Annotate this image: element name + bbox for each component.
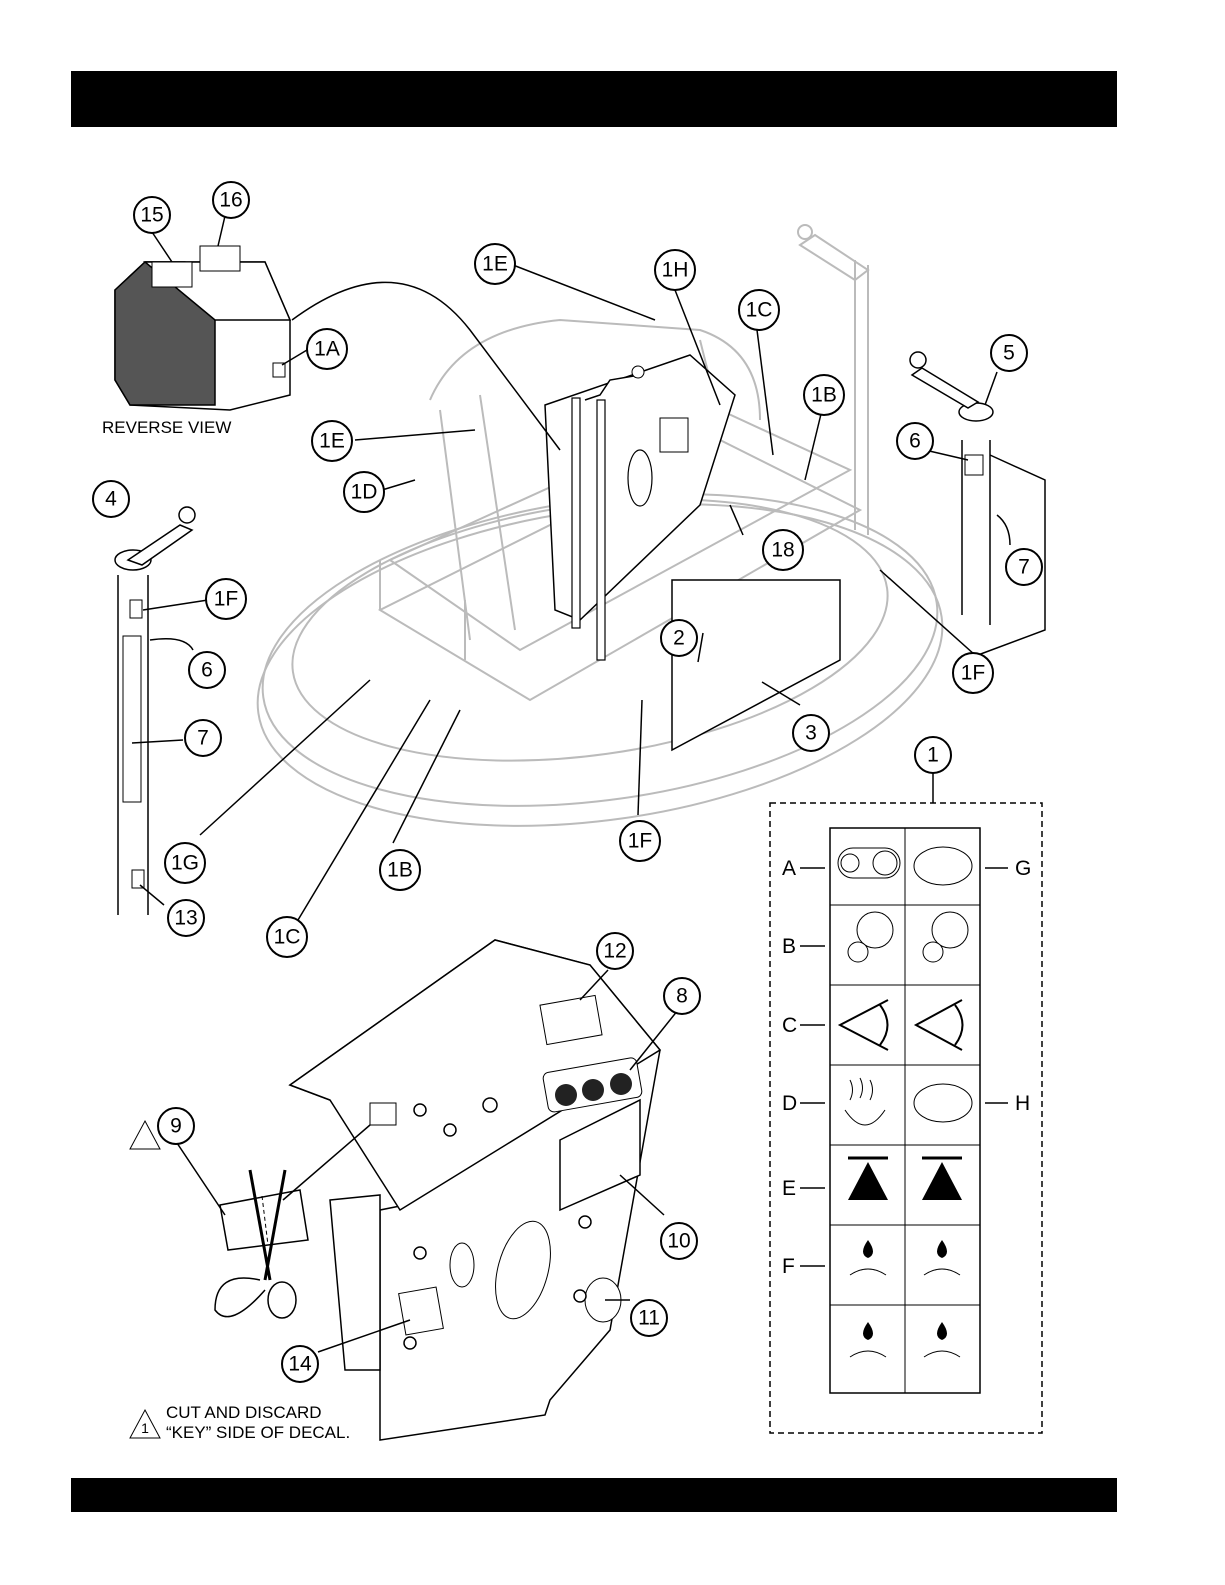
svg-text:1D: 1D [351, 481, 378, 504]
callout-1f-bottom: 1F [620, 821, 660, 861]
callout-11: 11 [631, 1300, 667, 1336]
callout-1b-top: 1B [804, 375, 844, 415]
svg-text:7: 7 [1018, 556, 1030, 579]
svg-text:12: 12 [603, 940, 626, 963]
svg-text:1A: 1A [314, 338, 340, 361]
svg-text:6: 6 [909, 430, 921, 453]
svg-text:11: 11 [638, 1307, 660, 1330]
callout-9: 9 [158, 1108, 194, 1144]
svg-text:1F: 1F [961, 662, 986, 685]
callout-15: 15 [134, 197, 170, 233]
note-line-1: CUT AND DISCARD [166, 1403, 322, 1422]
callout-1c-top: 1C [739, 290, 779, 330]
callout-1g: 1G [165, 843, 205, 883]
callout-7-left: 7 [185, 720, 221, 756]
svg-text:D: D [782, 1092, 797, 1115]
svg-text:F: F [782, 1255, 795, 1278]
svg-text:C: C [782, 1014, 797, 1037]
callout-1c-bottom: 1C [267, 917, 307, 957]
hot-surface-icon [845, 1078, 885, 1125]
svg-text:18: 18 [771, 539, 794, 562]
note-number: 1 [141, 1420, 149, 1436]
control-panel-large [290, 940, 660, 1440]
svg-text:1E: 1E [319, 430, 345, 453]
callout-18: 18 [763, 530, 803, 570]
callout-10: 10 [661, 1223, 697, 1259]
callout-4: 4 [93, 481, 129, 517]
right-handle [910, 352, 993, 625]
letter-e: E [782, 1177, 825, 1200]
gears-icon [848, 912, 968, 962]
letter-h: H [985, 1092, 1030, 1115]
callout-12: 12 [597, 933, 633, 969]
belt-icon [838, 848, 900, 878]
svg-text:1C: 1C [746, 299, 773, 322]
svg-text:1C: 1C [274, 926, 301, 949]
svg-text:H: H [1015, 1092, 1030, 1115]
belt-guard-reverse-view: REVERSE VIEW [102, 246, 290, 437]
svg-text:15: 15 [140, 204, 163, 227]
note-line-2: “KEY” SIDE OF DECAL. [166, 1423, 350, 1442]
svg-text:1F: 1F [214, 588, 239, 611]
callout-13: 13 [168, 900, 204, 936]
callout-7-right: 7 [1006, 549, 1042, 585]
callout-6-left: 6 [189, 652, 225, 688]
svg-text:1B: 1B [387, 859, 413, 882]
svg-text:B: B [782, 935, 796, 958]
svg-text:1F: 1F [628, 830, 653, 853]
callout-1: 1 [915, 737, 951, 773]
callout-3: 3 [793, 715, 829, 751]
reverse-view-label: REVERSE VIEW [102, 418, 231, 437]
letter-b: B [782, 935, 825, 958]
svg-text:4: 4 [105, 488, 117, 511]
svg-text:13: 13 [174, 907, 197, 930]
callout-1b-bottom: 1B [380, 850, 420, 890]
svg-text:1B: 1B [811, 384, 837, 407]
callout-6-right: 6 [897, 423, 933, 459]
scissors-decal [215, 1170, 308, 1318]
callout-1d: 1D [344, 472, 384, 512]
svg-text:9: 9 [170, 1115, 182, 1138]
callout-1a: 1A [307, 329, 347, 369]
svg-text:2: 2 [673, 627, 685, 650]
callout-1f-left: 1F [206, 579, 246, 619]
callout-5: 5 [991, 335, 1027, 371]
svg-text:8: 8 [676, 985, 688, 1008]
svg-text:7: 7 [197, 727, 209, 750]
svg-text:16: 16 [219, 189, 242, 212]
rotation-icon-h [914, 1084, 972, 1122]
callout-1e-top: 1E [475, 244, 515, 284]
letter-c: C [782, 1014, 825, 1037]
callout-2: 2 [661, 620, 697, 656]
letter-g: G [985, 857, 1031, 880]
eye-icon [840, 1000, 963, 1050]
callout-1f-right: 1F [953, 653, 993, 693]
svg-text:1E: 1E [482, 253, 508, 276]
rotation-icon [914, 847, 972, 885]
svg-text:10: 10 [667, 1230, 690, 1253]
callout-14: 14 [282, 1346, 318, 1382]
callout-1h: 1H [655, 250, 695, 290]
svg-text:3: 3 [805, 722, 817, 745]
callout-1e-left: 1E [312, 421, 352, 461]
svg-text:1: 1 [927, 744, 939, 767]
callout-8: 8 [664, 978, 700, 1014]
decal-chart: A B C D E F G H [770, 803, 1042, 1433]
letter-f: F [782, 1255, 825, 1278]
letter-d: D [782, 1092, 825, 1115]
svg-text:5: 5 [1003, 342, 1015, 365]
svg-text:1G: 1G [171, 852, 199, 875]
svg-text:G: G [1015, 857, 1031, 880]
svg-text:6: 6 [201, 659, 213, 682]
svg-text:1H: 1H [662, 259, 689, 282]
svg-text:A: A [782, 857, 796, 880]
svg-text:14: 14 [288, 1353, 312, 1376]
callout-16: 16 [213, 182, 249, 218]
letter-a: A [782, 857, 825, 880]
svg-text:E: E [782, 1177, 796, 1200]
